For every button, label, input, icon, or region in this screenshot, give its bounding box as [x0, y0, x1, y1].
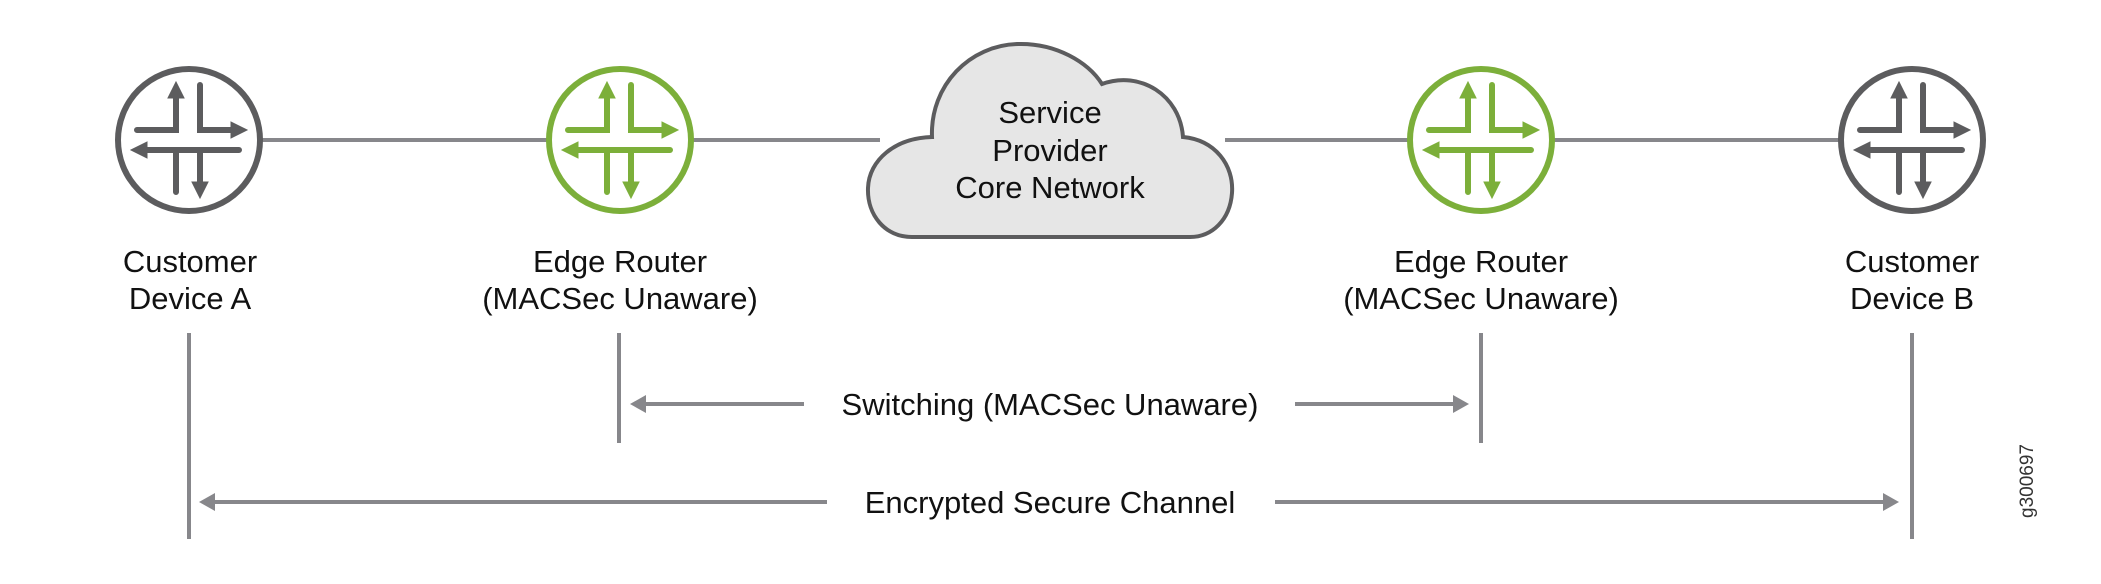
- switching-span-arrow: [630, 395, 1469, 413]
- arrowhead-right-icon: [1883, 493, 1899, 511]
- edge-router-b-label-line-2: (MACSec Unaware): [1343, 281, 1619, 316]
- customer-device-b-label-line-1: Customer: [1845, 244, 1979, 279]
- arrowhead-left-icon: [199, 493, 215, 511]
- edge-router-a-label-line-1: Edge Router: [533, 244, 707, 279]
- service-provider-cloud-icon: [865, 41, 1235, 239]
- cloud-label-line-3: Core Network: [955, 170, 1145, 205]
- edge-router-b-router-icon: [1410, 69, 1552, 211]
- edge-router-a-label-line-2: (MACSec Unaware): [482, 281, 758, 316]
- encrypted-channel-arrow: [199, 493, 1899, 511]
- cloud-label-line-2: Provider: [992, 133, 1107, 168]
- switching-span-label: Switching (MACSec Unaware): [842, 387, 1259, 422]
- customer-device-a-label-line-1: Customer: [123, 244, 257, 279]
- edge-router-b-label-line-1: Edge Router: [1394, 244, 1568, 279]
- edge-router-a-router-icon: [549, 69, 691, 211]
- customer-device-a-label-line-2: Device A: [129, 281, 252, 316]
- figure-id: g300697: [2017, 444, 2038, 518]
- customer-device-b-router-icon: [1841, 69, 1983, 211]
- customer-device-a-router-icon: [118, 69, 260, 211]
- cloud-label-line-1: Service: [998, 95, 1101, 130]
- encrypted-channel-label: Encrypted Secure Channel: [865, 485, 1236, 520]
- arrowhead-right-icon: [1453, 395, 1469, 413]
- arrowhead-left-icon: [630, 395, 646, 413]
- customer-device-b-label-line-2: Device B: [1850, 281, 1974, 316]
